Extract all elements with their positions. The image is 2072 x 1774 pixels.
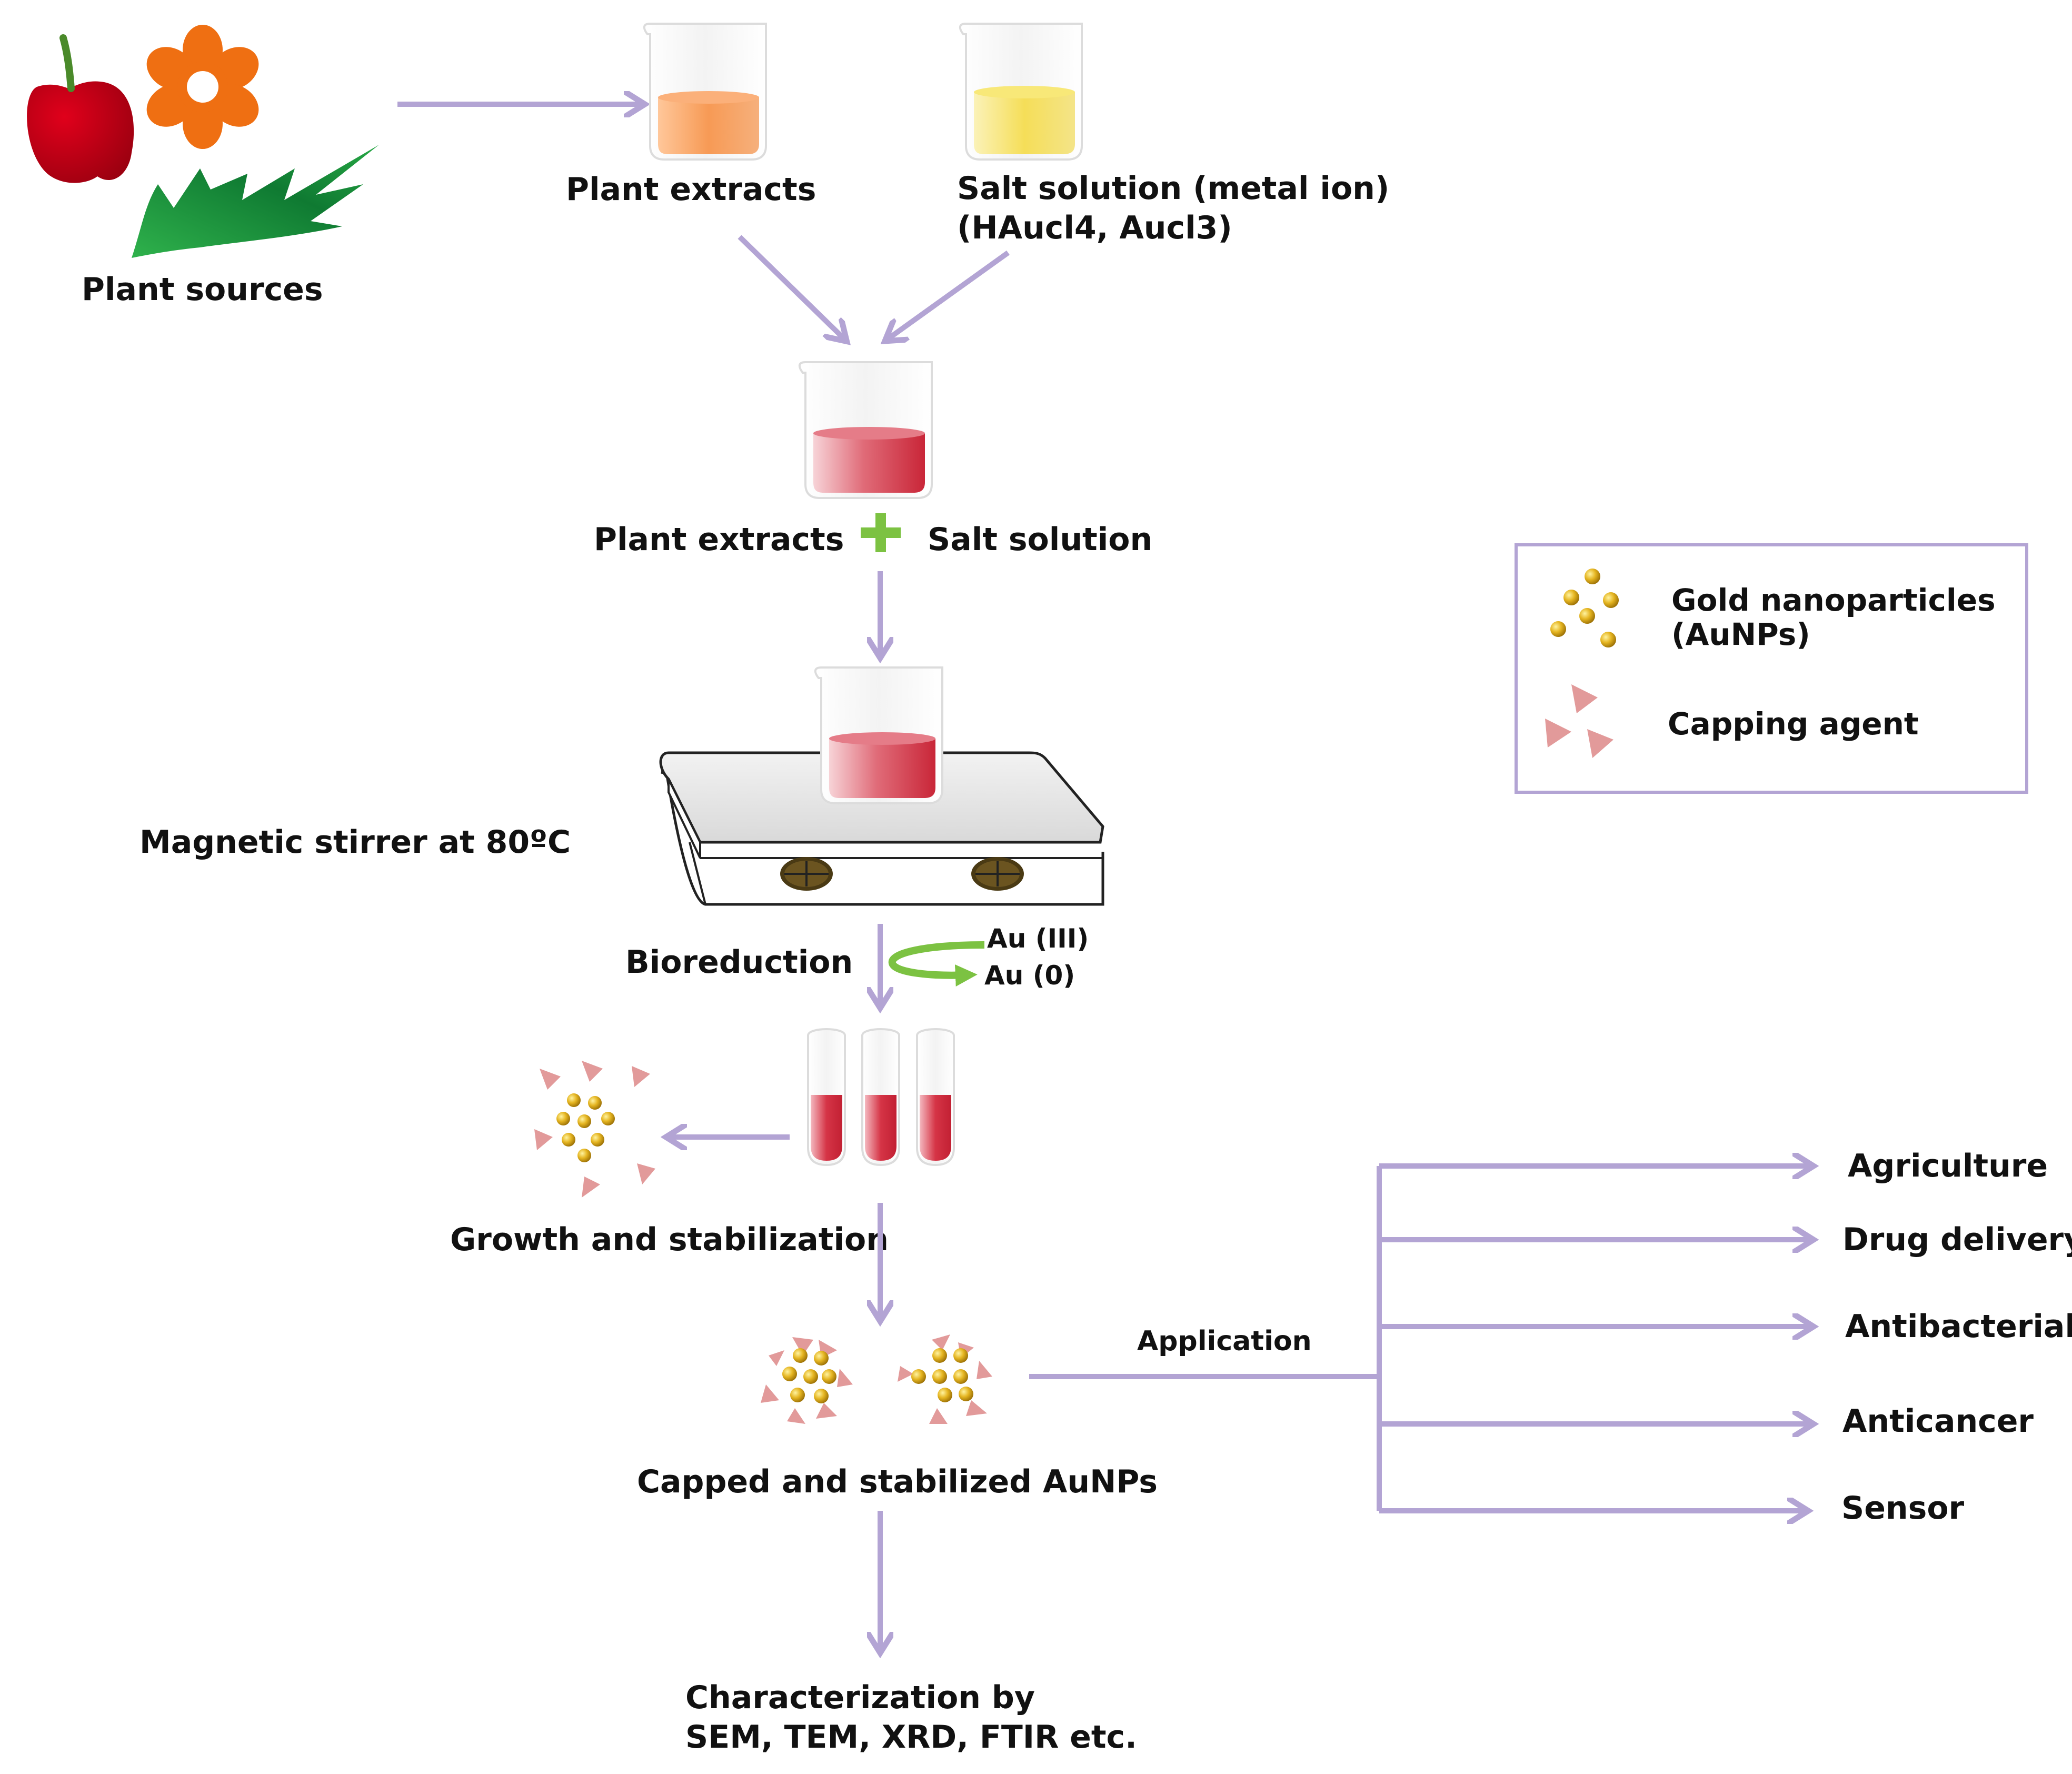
characterization-label-line2: SEM, TEM, XRD, FTIR etc.: [685, 1719, 1137, 1756]
capped-aunps-label: Capped and stabilized AuNPs: [637, 1463, 1158, 1500]
capped-aunp-cluster: [761, 1337, 853, 1424]
plant-extracts-label: Plant extracts: [566, 171, 816, 208]
gold-nanoparticle-legend-icon: [1550, 569, 1619, 647]
application-item-antibacterial: Antibacterial: [1845, 1308, 2072, 1345]
mix-salt-solution-label: Salt solution: [928, 521, 1152, 558]
characterization-label-line1: Characterization by: [685, 1679, 1035, 1716]
gold-nanoparticles: [556, 1093, 615, 1162]
legend-box: [1515, 543, 2028, 794]
plant-sources-illustration: [27, 25, 379, 258]
test-tubes: [807, 1028, 955, 1167]
application-item-anticancer: Anticancer: [1842, 1403, 2034, 1440]
capping-agent-legend-icon: [1545, 684, 1613, 758]
application-item-drug-delivery: Drug delivery: [1842, 1221, 2072, 1258]
magnetic-stirrer-label: Magnetic stirrer at 80ºC: [140, 824, 571, 861]
legend-nanoparticles-line1: Gold nanoparticles: [1671, 582, 1996, 618]
legend-nanoparticles-line2: (AuNPs): [1671, 616, 1810, 652]
au-0-label: Au (0): [984, 960, 1075, 991]
salt-solution-label-line1: Salt solution (metal ion): [957, 170, 1389, 207]
plant-extract-beaker: [643, 23, 767, 161]
application-label: Application: [1137, 1325, 1312, 1357]
growth-nanoparticle-cluster: [534, 1061, 655, 1198]
reduction-cycle-icon: [888, 941, 985, 987]
au-iii-label: Au (III): [987, 923, 1089, 954]
growth-label: Growth and stabilization: [450, 1221, 889, 1258]
leaf-icon: [132, 145, 379, 258]
arrow-salt-to-mix: [887, 250, 1010, 340]
stirrer-beaker: [814, 666, 943, 804]
test-tube: [807, 1028, 846, 1167]
plant-sources-label: Plant sources: [82, 271, 323, 308]
mixed-solution-beaker: [798, 361, 933, 499]
bioreduction-label: Bioreduction: [625, 944, 853, 981]
stirrer-knob-left-icon: [780, 857, 833, 891]
apple-icon: [27, 34, 134, 183]
legend-capping-agent: Capping agent: [1668, 706, 1919, 742]
flower-icon: [146, 25, 259, 149]
magnetic-stirrer: [659, 666, 1104, 906]
capping-agent-triangles: [534, 1061, 655, 1198]
application-item-sensor: Sensor: [1841, 1490, 1965, 1527]
test-tube: [916, 1028, 955, 1167]
application-item-agriculture: Agriculture: [1848, 1148, 2048, 1184]
plus-icon: [861, 513, 901, 552]
arrow-extract-to-mix: [738, 235, 845, 340]
salt-solution-beaker: [959, 23, 1083, 161]
mix-plant-extracts-label: Plant extracts: [594, 521, 844, 558]
test-tube: [861, 1028, 900, 1167]
salt-solution-label-line2: (HAucl4, Aucl3): [957, 210, 1232, 246]
stirrer-knob-right-icon: [971, 857, 1024, 891]
capped-aunp-cluster: [898, 1334, 992, 1424]
application-branches: [1029, 1166, 1811, 1511]
